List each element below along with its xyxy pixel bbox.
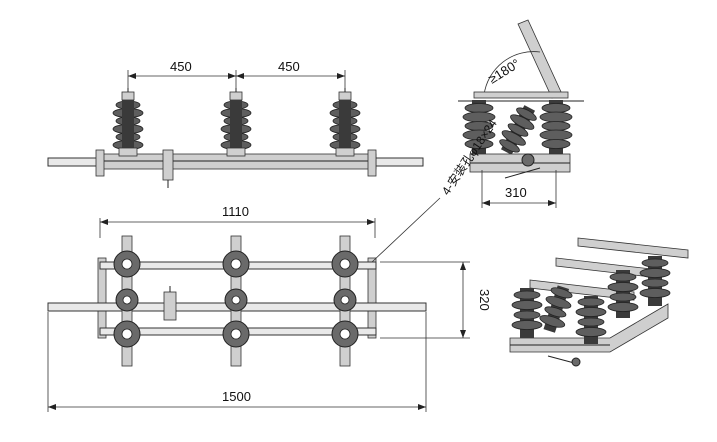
plan-dim-arrow xyxy=(48,404,56,410)
side-crank-hub xyxy=(521,153,535,167)
plan-dim-arrow xyxy=(460,330,466,338)
plan-dim-320-label: 320 xyxy=(477,289,492,311)
plan-frame-left xyxy=(97,257,107,339)
side-top-bar xyxy=(473,91,569,99)
side-dim-arrow xyxy=(548,200,556,206)
iso-insulator-a xyxy=(511,288,543,338)
iso-blade-1 xyxy=(577,237,689,259)
plan-dim-arrow xyxy=(460,262,466,270)
front-linkage xyxy=(162,149,174,181)
iso-insulator-d xyxy=(639,256,671,306)
side-insulator-right xyxy=(539,100,573,156)
front-dim-arrow xyxy=(228,73,236,79)
front-insulator-2 xyxy=(220,88,252,157)
plan-dim-arrow xyxy=(100,219,108,225)
plan-pole-2 xyxy=(222,235,250,367)
front-dim-left-label: 450 xyxy=(170,59,192,74)
side-open-blade xyxy=(517,19,563,99)
front-insulator-3 xyxy=(329,88,361,157)
plan-frame-right xyxy=(367,257,377,339)
plan-dim-1500-label: 1500 xyxy=(222,389,251,404)
front-dim-arrow xyxy=(337,73,345,79)
front-frame-end-left xyxy=(95,149,105,177)
front-frame-end-right xyxy=(367,149,377,177)
mounting-hole-leader xyxy=(371,197,441,263)
side-insulator-tilted xyxy=(499,105,537,155)
front-insulator-1 xyxy=(112,88,144,157)
side-crank-arm xyxy=(504,167,541,179)
iso-base-frame xyxy=(509,303,669,353)
side-elevation-view: ≥180° xyxy=(458,19,584,208)
front-elevation-view: 450 450 xyxy=(47,59,424,188)
iso-insulator-c xyxy=(607,270,639,318)
iso-insulator-b xyxy=(575,296,607,344)
plan-dim-arrow xyxy=(418,404,426,410)
iso-handle-hub xyxy=(571,357,581,367)
plan-pole-3 xyxy=(331,235,359,367)
plan-pole-1 xyxy=(113,235,141,367)
plan-dim-arrow xyxy=(367,219,375,225)
side-dim-label: 310 xyxy=(505,185,527,200)
side-insulator-left xyxy=(462,100,496,156)
side-angle-arc xyxy=(483,51,541,96)
plan-view: 1110 xyxy=(47,116,500,412)
front-dim-arrow xyxy=(128,73,136,79)
iso-insulator-e xyxy=(539,285,573,333)
side-dim-arrow xyxy=(482,200,490,206)
side-angle-label: ≥180° xyxy=(486,56,523,87)
front-dim-right-label: 450 xyxy=(278,59,300,74)
plan-linkage xyxy=(163,291,177,321)
iso-blade-3 xyxy=(529,279,635,301)
front-dim-arrow xyxy=(236,73,244,79)
isometric-view xyxy=(509,237,689,367)
plan-dim-1110-label: 1110 xyxy=(222,204,249,219)
